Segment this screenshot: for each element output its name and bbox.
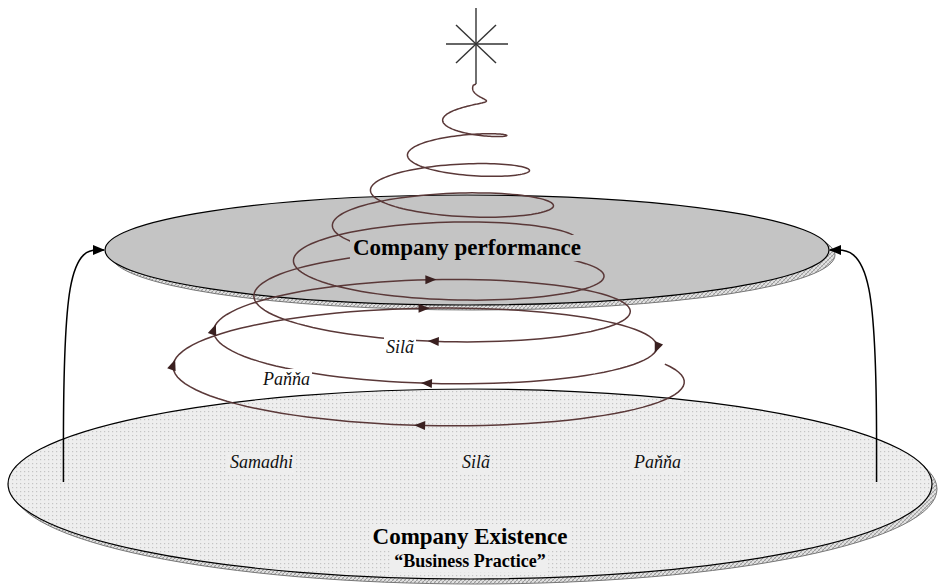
ellipse-outline	[8, 389, 932, 579]
spiral-label: Paňňa	[261, 369, 312, 390]
spiral-label: Silã	[460, 452, 492, 473]
platform-subtitle: “Business Practice”	[391, 551, 548, 572]
star-ray	[456, 25, 496, 63]
ellipse-platform: Company performance	[100, 192, 836, 314]
ellipse-outline	[105, 195, 829, 305]
spiral-arrowhead	[208, 323, 220, 336]
platform-title: Company Existence	[370, 524, 571, 550]
star-ray	[475, 8, 476, 84]
spiral-arrowhead	[421, 379, 432, 388]
spiral-arrowhead	[651, 341, 664, 355]
spiral-label: Silã	[384, 337, 416, 358]
star-ray	[456, 25, 496, 63]
star	[446, 8, 508, 84]
spiral-label: Paňňa	[632, 452, 683, 473]
spiral-label: Samadhi	[228, 452, 295, 473]
spiral-arrowhead	[428, 337, 439, 346]
star-ray	[446, 43, 508, 44]
platform-title: Company performance	[350, 235, 584, 261]
spiral-arrowhead	[167, 358, 179, 371]
ellipse-platform: Company Existence“Business Practice”	[3, 386, 941, 588]
